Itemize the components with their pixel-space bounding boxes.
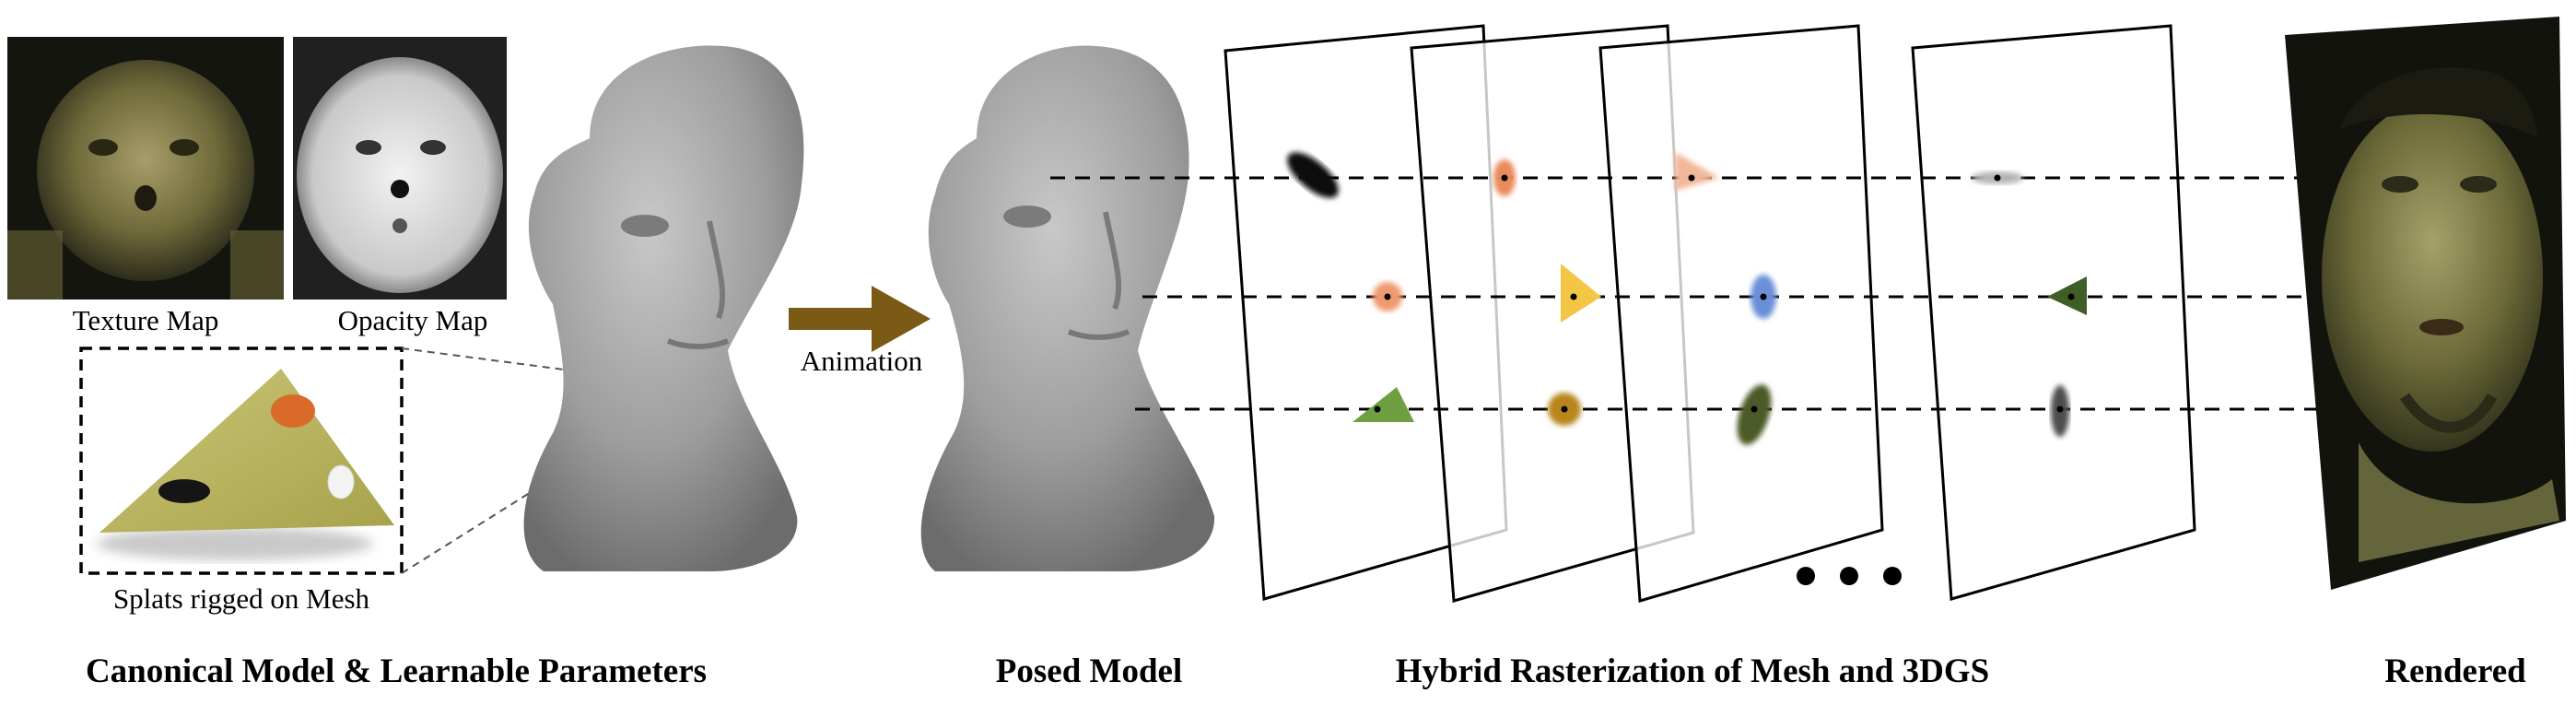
caption-hybrid: Hybrid Rasterization of Mesh and 3DGS — [1396, 652, 1989, 690]
ellipsis-dots — [1797, 567, 1902, 585]
texture-map-label: Texture Map — [73, 304, 219, 336]
raster-plane-3 — [1598, 24, 1884, 603]
ray-intersection-points — [1374, 174, 2075, 413]
canonical-head-mesh — [523, 45, 804, 571]
raster-plane-4 — [1911, 24, 2196, 601]
animation-label: Animation — [801, 345, 923, 377]
posed-head-mesh — [920, 45, 1215, 571]
opacity-map-image — [293, 37, 507, 300]
mesh-triangle-inset — [79, 347, 404, 575]
splat-olive-ellipse — [1737, 384, 1772, 445]
texture-map-image — [7, 37, 284, 300]
caption-rendered: Rendered — [2384, 652, 2526, 690]
animation-arrow — [789, 286, 931, 352]
splat-green-triangle — [1352, 387, 1414, 422]
opacity-map-label: Opacity Map — [338, 304, 488, 336]
splat-peach-triangle — [1675, 152, 1719, 191]
splats-rigged-label: Splats rigged on Mesh — [113, 582, 370, 615]
caption-canonical: Canonical Model & Learnable Parameters — [86, 652, 707, 690]
splat-black-ellipse — [1287, 152, 1339, 198]
caption-posed: Posed Model — [996, 652, 1182, 690]
splat-yellow-triangle — [1561, 264, 1601, 323]
splat-darkgreen-triangle — [2047, 276, 2087, 315]
rendered-face-image — [2285, 17, 2566, 590]
